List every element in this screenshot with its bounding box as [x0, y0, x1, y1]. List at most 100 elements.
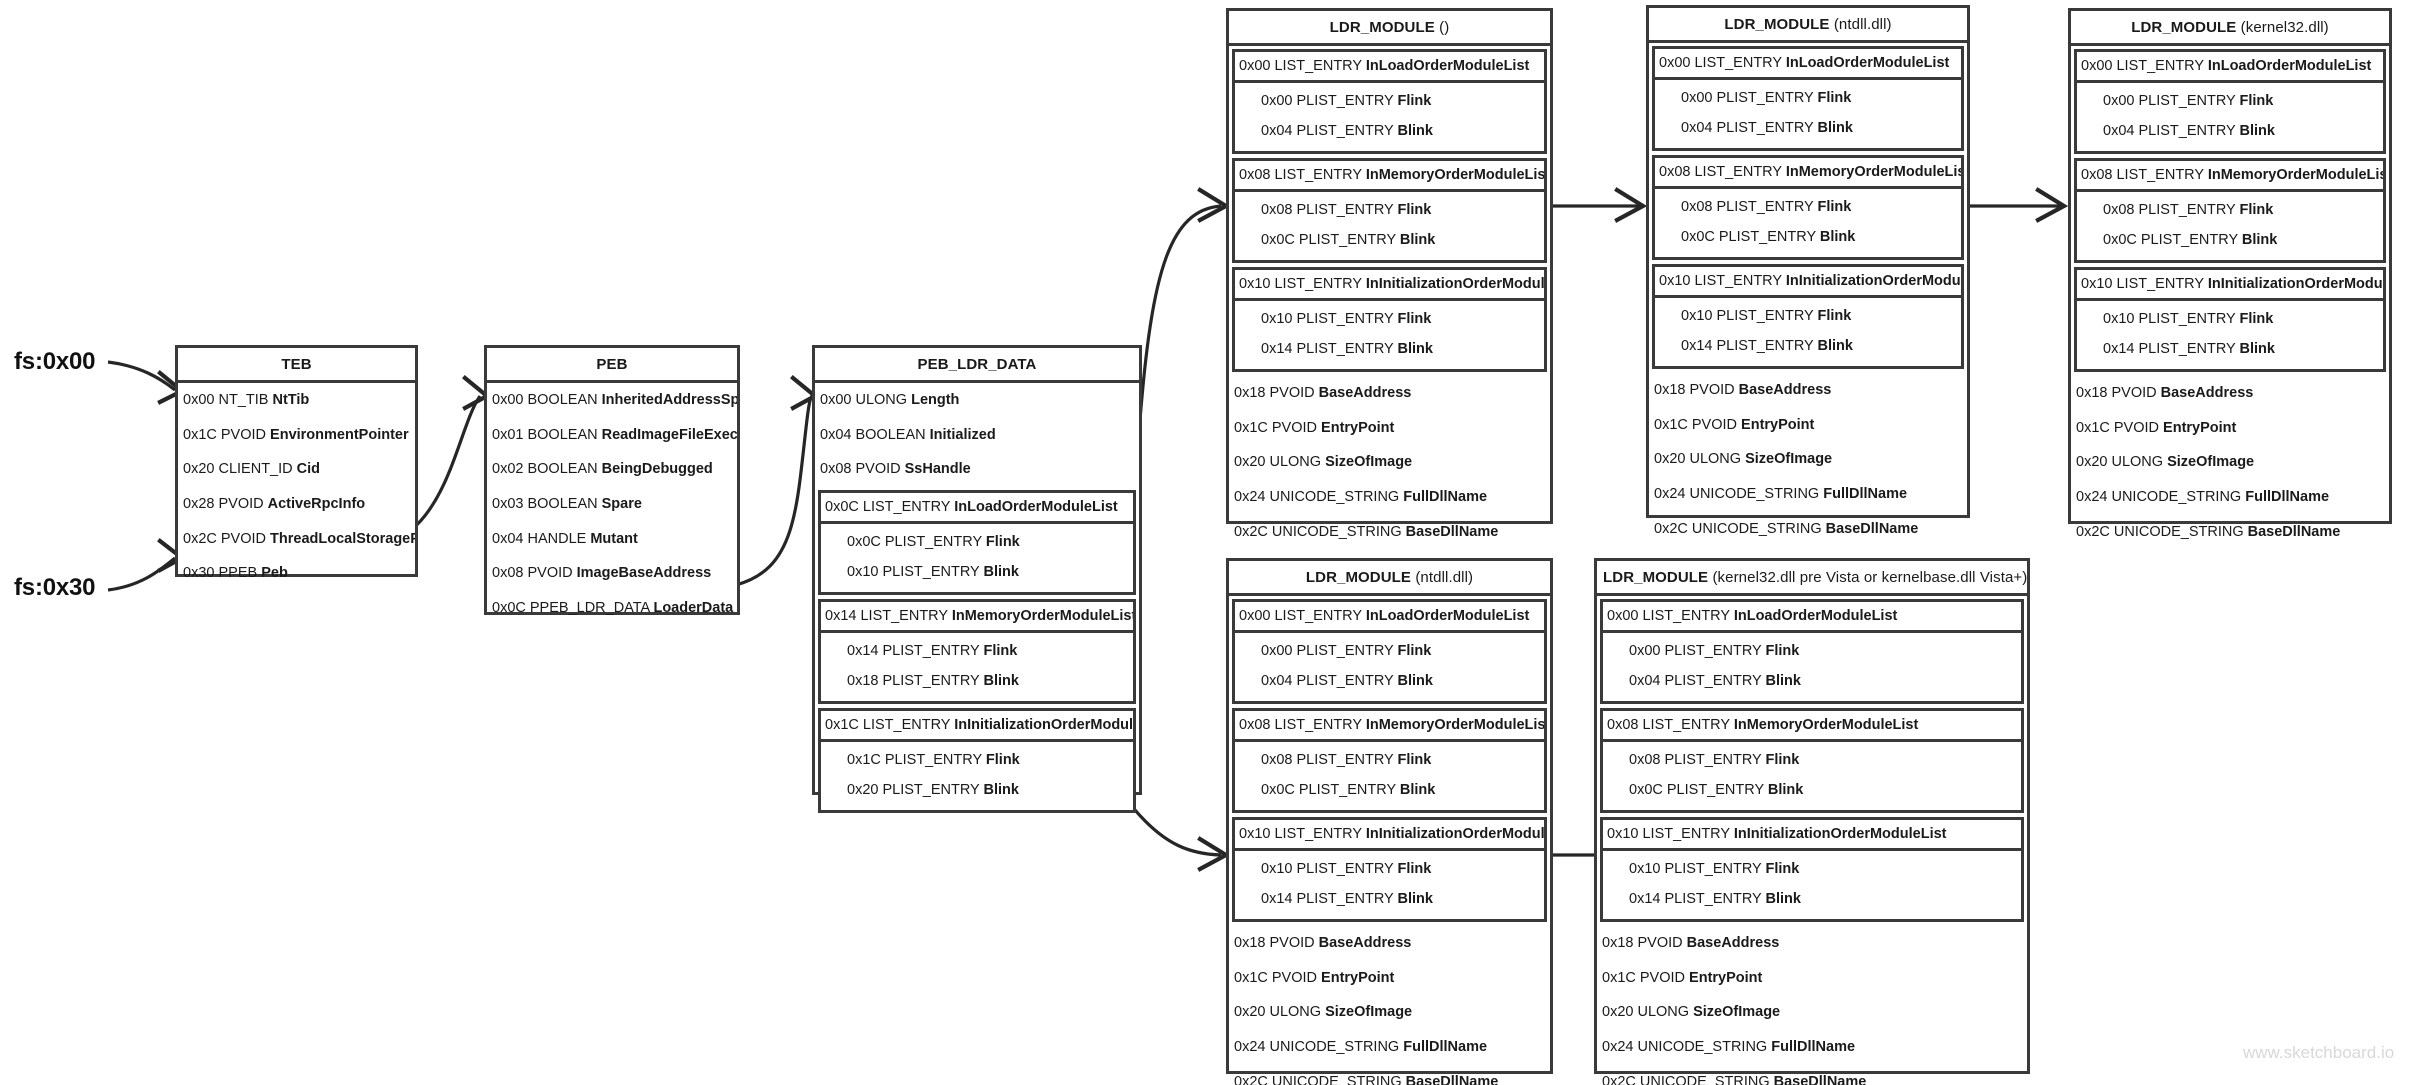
field-row[interactable]: 0x00 PLIST_ENTRY Flink: [2103, 93, 2274, 109]
field-row[interactable]: 0x08 PLIST_ENTRY Flink: [1261, 752, 1432, 768]
field-row[interactable]: 0x24 UNICODE_STRING FullDllName: [1654, 486, 1908, 503]
field-row[interactable]: 0x14 PLIST_ENTRY Blink: [1261, 341, 1433, 357]
field-row[interactable]: 0x0C PLIST_ENTRY Blink: [2103, 232, 2278, 248]
list-entry-group[interactable]: 0x10 LIST_ENTRY InInitializationOrderMod…: [1652, 264, 1964, 369]
field-row[interactable]: 0x03 BOOLEAN Spare: [492, 496, 642, 513]
field-row[interactable]: 0x1C PVOID EntryPoint: [1654, 416, 1815, 433]
field-row[interactable]: 0x04 PLIST_ENTRY Blink: [2103, 123, 2275, 139]
field-row[interactable]: 0x30 PPEB Peb: [183, 565, 288, 582]
list-entry-group[interactable]: 0x00 LIST_ENTRY InLoadOrderModuleList 0x…: [2074, 49, 2386, 154]
list-entry-group[interactable]: 0x10 LIST_ENTRY InInitializationOrderMod…: [2074, 267, 2386, 372]
struct-ldr-module-ntdll-bottom[interactable]: LDR_MODULE (ntdll.dll) 0x00 LIST_ENTRY I…: [1226, 558, 1553, 1085]
list-entry-group[interactable]: 0x08 LIST_ENTRY InMemoryOrderModuleList …: [1232, 708, 1547, 813]
field-row[interactable]: 0x0C PLIST_ENTRY Flink: [847, 534, 1020, 551]
field-row[interactable]: 0x04 PLIST_ENTRY Blink: [1681, 120, 1853, 136]
field-row[interactable]: 0x20 ULONG SizeOfImage: [1654, 451, 1833, 468]
field-row[interactable]: 0x20 PLIST_ENTRY Blink: [847, 782, 1019, 799]
field-row[interactable]: 0x10 PLIST_ENTRY Blink: [847, 564, 1019, 581]
field-row[interactable]: 0x04 HANDLE Mutant: [492, 530, 638, 547]
field-row[interactable]: 0x00 PLIST_ENTRY Flink: [1629, 643, 1800, 659]
field-row[interactable]: 0x14 PLIST_ENTRY Blink: [2103, 341, 2275, 357]
field-row[interactable]: 0x1C PVOID EntryPoint: [1234, 969, 1395, 986]
field-row[interactable]: 0x2C PVOID ThreadLocalStoragePointer: [183, 530, 415, 547]
field-row[interactable]: 0x08 PLIST_ENTRY Flink: [1681, 199, 1852, 215]
field-row[interactable]: 0x24 UNICODE_STRING FullDllName: [2076, 489, 2330, 506]
field-row[interactable]: 0x1C PVOID EnvironmentPointer: [183, 426, 409, 443]
field-row[interactable]: 0x28 PVOID ActiveRpcInfo: [183, 496, 366, 513]
field-row[interactable]: 0x08 PVOID ImageBaseAddress: [492, 565, 712, 582]
field-row[interactable]: 0x02 BOOLEAN BeingDebugged: [492, 461, 713, 478]
field-row[interactable]: 0x08 PLIST_ENTRY Flink: [1261, 202, 1432, 218]
field-row[interactable]: 0x00 PLIST_ENTRY Flink: [1261, 643, 1432, 659]
field-row[interactable]: 0x00 ULONG Length: [820, 392, 960, 408]
list-entry-group[interactable]: 0x00 LIST_ENTRY InLoadOrderModuleList 0x…: [1600, 599, 2024, 704]
list-entry-group[interactable]: 0x00 LIST_ENTRY InLoadOrderModuleList 0x…: [1232, 49, 1547, 154]
field-row[interactable]: 0x1C PVOID EntryPoint: [1602, 969, 1763, 986]
field-row[interactable]: 0x14 PLIST_ENTRY Flink: [847, 643, 1018, 660]
struct-peb-ldr-data[interactable]: PEB_LDR_DATA 0x00 ULONG Length 0x04 BOOL…: [812, 345, 1142, 814]
field-row[interactable]: 0x1C PVOID EntryPoint: [2076, 419, 2237, 436]
field-row[interactable]: 0x2C UNICODE_STRING BaseDllName: [2076, 523, 2341, 540]
field-row[interactable]: 0x14 PLIST_ENTRY Blink: [1681, 338, 1853, 354]
field-row[interactable]: 0x1C PLIST_ENTRY Flink: [847, 752, 1020, 769]
list-entry-group[interactable]: 0x08 LIST_ENTRY InMemoryOrderModuleList …: [1652, 155, 1964, 260]
field-row[interactable]: 0x00 PLIST_ENTRY Flink: [1681, 90, 1852, 106]
field-row[interactable]: 0x0C PLIST_ENTRY Blink: [1629, 782, 1804, 798]
list-entry-group[interactable]: 0x00 LIST_ENTRY InLoadOrderModuleList 0x…: [1232, 599, 1547, 704]
list-entry-group[interactable]: 0x08 LIST_ENTRY InMemoryOrderModuleList …: [1600, 708, 2024, 813]
list-entry-group[interactable]: 0x10 LIST_ENTRY InInitializationOrderMod…: [1232, 817, 1547, 922]
field-row[interactable]: 0x0C PLIST_ENTRY Blink: [1681, 229, 1856, 245]
field-row[interactable]: 0x24 UNICODE_STRING FullDllName: [1234, 1039, 1488, 1056]
struct-ldr-module-kernel32-bottom[interactable]: LDR_MODULE (kernel32.dll pre Vista or ke…: [1594, 558, 2030, 1085]
field-row[interactable]: 0x10 PLIST_ENTRY Flink: [1629, 861, 1800, 877]
field-row[interactable]: 0x10 PLIST_ENTRY Flink: [1681, 308, 1852, 324]
field-row[interactable]: 0x10 PLIST_ENTRY Flink: [2103, 311, 2274, 327]
struct-ldr-module-kernel32-top[interactable]: LDR_MODULE (kernel32.dll) 0x00 LIST_ENTR…: [2068, 8, 2392, 540]
list-entry-group[interactable]: 0x0C LIST_ENTRY InLoadOrderModuleList 0x…: [818, 490, 1136, 596]
field-row[interactable]: 0x10 PLIST_ENTRY Flink: [1261, 861, 1432, 877]
field-row[interactable]: 0x2C UNICODE_STRING BaseDllName: [1234, 1073, 1499, 1085]
list-entry-group[interactable]: 0x00 LIST_ENTRY InLoadOrderModuleList 0x…: [1652, 46, 1964, 151]
field-row[interactable]: 0x08 PLIST_ENTRY Flink: [1629, 752, 1800, 768]
field-row[interactable]: 0x20 ULONG SizeOfImage: [1234, 1004, 1413, 1021]
field-row[interactable]: 0x04 PLIST_ENTRY Blink: [1629, 673, 1801, 689]
field-row[interactable]: 0x08 PLIST_ENTRY Flink: [2103, 202, 2274, 218]
field-row[interactable]: 0x0C PLIST_ENTRY Blink: [1261, 232, 1436, 248]
field-row[interactable]: 0x18 PVOID BaseAddress: [1654, 382, 1832, 398]
field-row[interactable]: 0x14 PLIST_ENTRY Blink: [1629, 891, 1801, 907]
struct-ldr-module-ntdll-top[interactable]: LDR_MODULE (ntdll.dll) 0x00 LIST_ENTRY I…: [1646, 5, 1970, 537]
list-entry-group[interactable]: 0x1C LIST_ENTRY InInitializationOrderMod…: [818, 708, 1136, 814]
field-row[interactable]: 0x20 CLIENT_ID Cid: [183, 461, 321, 478]
field-row[interactable]: 0x08 PVOID SsHandle: [820, 461, 971, 478]
field-row[interactable]: 0x24 UNICODE_STRING FullDllName: [1602, 1039, 1856, 1056]
field-row[interactable]: 0x04 BOOLEAN Initialized: [820, 426, 996, 443]
struct-peb[interactable]: PEB 0x00 BOOLEAN InheritedAddressSpace 0…: [484, 345, 740, 616]
list-entry-group[interactable]: 0x08 LIST_ENTRY InMemoryOrderModuleList …: [2074, 158, 2386, 263]
field-row[interactable]: 0x10 PLIST_ENTRY Flink: [1261, 311, 1432, 327]
field-row[interactable]: 0x14 PLIST_ENTRY Blink: [1261, 891, 1433, 907]
struct-ldr-module-empty[interactable]: LDR_MODULE () 0x00 LIST_ENTRY InLoadOrde…: [1226, 8, 1553, 540]
field-row[interactable]: 0x2C UNICODE_STRING BaseDllName: [1654, 520, 1919, 537]
field-row[interactable]: 0x20 ULONG SizeOfImage: [2076, 454, 2255, 471]
field-row[interactable]: 0x18 PVOID BaseAddress: [1234, 935, 1412, 951]
list-entry-group[interactable]: 0x10 LIST_ENTRY InInitializationOrderMod…: [1600, 817, 2024, 922]
list-entry-group[interactable]: 0x10 LIST_ENTRY InInitializationOrderMod…: [1232, 267, 1547, 372]
field-row[interactable]: 0x0C PPEB_LDR_DATA LoaderData: [492, 600, 734, 617]
field-row[interactable]: 0x00 NT_TIB NtTib: [183, 392, 310, 408]
field-row[interactable]: 0x00 BOOLEAN InheritedAddressSpace: [492, 392, 737, 408]
field-row[interactable]: 0x24 UNICODE_STRING FullDllName: [1234, 489, 1488, 506]
field-row[interactable]: 0x04 PLIST_ENTRY Blink: [1261, 123, 1433, 139]
list-entry-group[interactable]: 0x14 LIST_ENTRY InMemoryOrderModuleList …: [818, 599, 1136, 705]
struct-teb[interactable]: TEB 0x00 NT_TIB NtTib 0x1C PVOID Environ…: [175, 345, 418, 581]
field-row[interactable]: 0x01 BOOLEAN ReadImageFileExecOptions: [492, 426, 737, 443]
list-entry-group[interactable]: 0x08 LIST_ENTRY InMemoryOrderModuleList …: [1232, 158, 1547, 263]
field-row[interactable]: 0x2C UNICODE_STRING BaseDllName: [1602, 1073, 1867, 1085]
field-row[interactable]: 0x04 PLIST_ENTRY Blink: [1261, 673, 1433, 689]
field-row[interactable]: 0x20 ULONG SizeOfImage: [1602, 1004, 1781, 1021]
field-row[interactable]: 0x18 PLIST_ENTRY Blink: [847, 673, 1019, 690]
field-row[interactable]: 0x0C PLIST_ENTRY Blink: [1261, 782, 1436, 798]
field-row[interactable]: 0x20 ULONG SizeOfImage: [1234, 454, 1413, 471]
field-row[interactable]: 0x18 PVOID BaseAddress: [2076, 385, 2254, 401]
field-row[interactable]: 0x00 PLIST_ENTRY Flink: [1261, 93, 1432, 109]
field-row[interactable]: 0x18 PVOID BaseAddress: [1602, 935, 1780, 951]
